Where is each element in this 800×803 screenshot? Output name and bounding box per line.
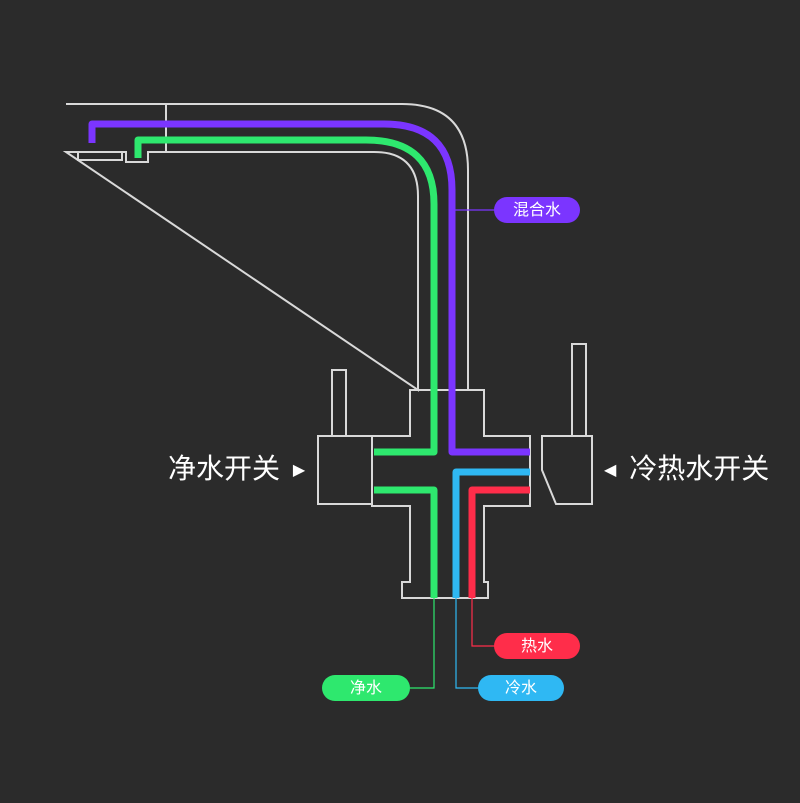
water-channels bbox=[88, 120, 530, 598]
left-handle-outline bbox=[317, 435, 373, 505]
right-handle-outline bbox=[541, 435, 593, 505]
right-lever-outline bbox=[571, 343, 587, 437]
cold-water-channel bbox=[452, 468, 530, 598]
hot-cold-switch-label: ◀ 冷热水开关 bbox=[604, 455, 769, 483]
faucet-outline bbox=[62, 103, 593, 599]
purified-switch-label: 净水开关 ▶ bbox=[168, 455, 305, 483]
cold-leader bbox=[455, 598, 478, 689]
purified-leader bbox=[410, 598, 435, 689]
cold-water-badge: 冷水 bbox=[478, 675, 564, 701]
hot-leader bbox=[471, 598, 496, 647]
spout-outline bbox=[62, 103, 469, 392]
hot-cold-switch-text: 冷热水开关 bbox=[629, 452, 770, 485]
arrow-left-icon: ◀ bbox=[604, 460, 617, 479]
mixed-water-badge: 混合水 bbox=[494, 197, 580, 223]
mixed-water-channel bbox=[88, 120, 530, 456]
purified-switch-text: 净水开关 bbox=[168, 452, 281, 485]
hot-water-channel bbox=[468, 486, 530, 598]
leader-lines bbox=[410, 209, 496, 689]
purified-water-badge: 净水 bbox=[322, 675, 410, 701]
aerator-outline bbox=[77, 151, 123, 161]
purified-water-channel bbox=[134, 136, 438, 598]
arrow-right-icon: ▶ bbox=[292, 460, 306, 479]
hot-water-badge: 热水 bbox=[494, 633, 580, 659]
left-lever-outline bbox=[331, 369, 347, 437]
